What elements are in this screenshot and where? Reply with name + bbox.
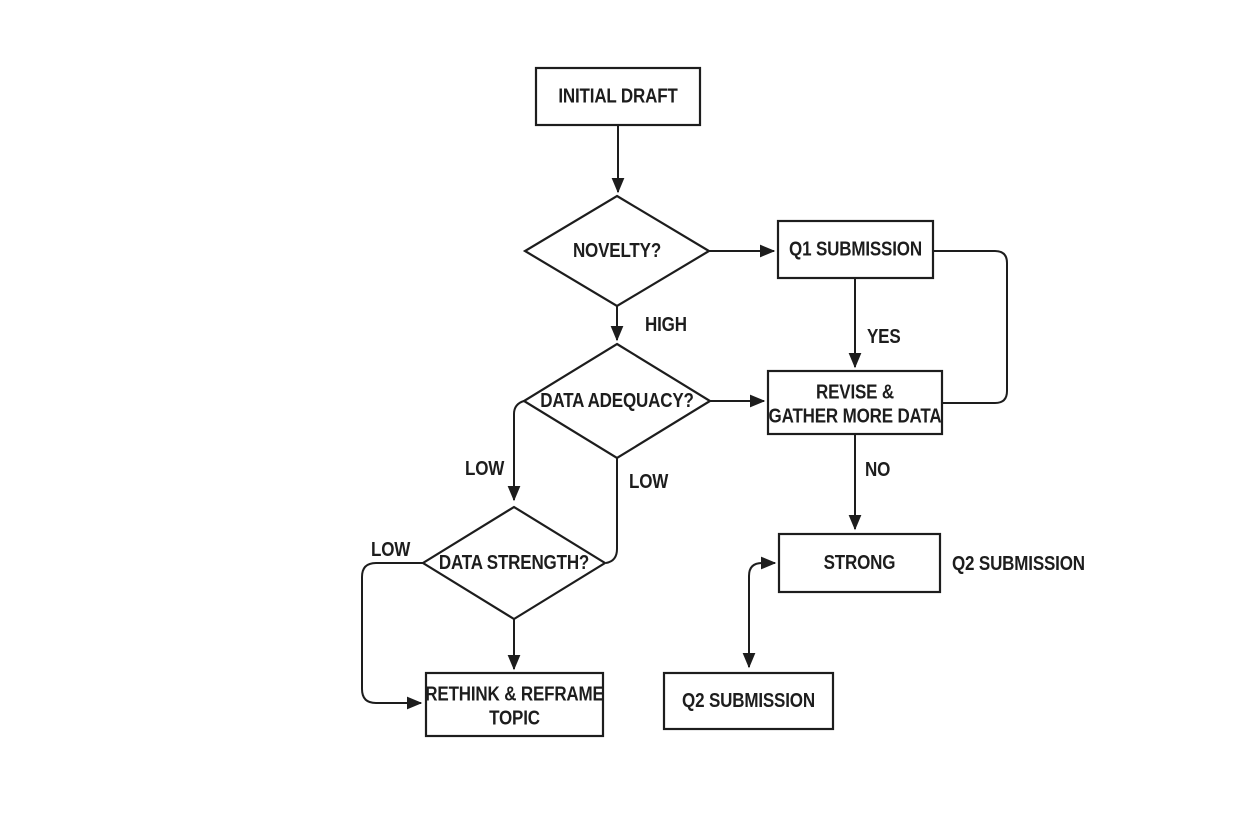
labels-layer: HIGH YES LOW LOW NO LOW INITIAL DRAFT NOVELTY? Q…	[371, 86, 1085, 730]
edge-label-adequacy-to-strength-left: LOW	[465, 458, 504, 480]
node-q2-submission-box-label: Q2 SUBMISSION	[682, 690, 815, 712]
node-initial-draft	[534, 66, 702, 127]
edge-label-novelty-to-adequacy: HIGH	[645, 314, 687, 336]
node-q1-submission-label: Q1 SUBMISSION	[789, 239, 922, 261]
node-revise-gather	[766, 369, 944, 436]
edge-label-q1-to-revise: YES	[867, 326, 901, 348]
q2-submission-note: Q2 SUBMISSION	[952, 553, 1085, 575]
edge-label-adequacy-to-strength-right: LOW	[629, 471, 668, 493]
node-rethink-reframe	[424, 671, 605, 738]
node-data-strength-label: DATA STRENGTH?	[439, 552, 589, 574]
node-data-adequacy	[521, 342, 713, 460]
edge-label-strength-loop-to-rethink: LOW	[371, 539, 410, 561]
node-data-strength	[420, 505, 608, 621]
node-q1-submission	[776, 219, 935, 280]
edge-strength-loop-to-rethink	[361, 562, 423, 710]
node-novelty	[522, 194, 712, 308]
edge-q2box-strong-connector	[742, 556, 777, 669]
edges-layer	[361, 125, 1008, 710]
node-data-adequacy-label: DATA ADEQUACY?	[540, 390, 694, 412]
edge-label-revise-to-strong: NO	[865, 459, 890, 481]
node-strong-label: STRONG	[824, 552, 896, 574]
edge-q1-loop-to-revise	[933, 250, 1008, 404]
edge-adequacy-to-strength-right	[605, 458, 618, 564]
edge-adequacy-to-strength-left	[507, 400, 525, 502]
node-initial-draft-label: INITIAL DRAFT	[558, 86, 677, 108]
node-novelty-label: NOVELTY?	[573, 240, 661, 262]
node-q2-submission-box	[662, 671, 835, 731]
node-strong	[777, 532, 942, 594]
nodes-layer	[420, 66, 944, 738]
node-rethink-reframe-label-line1: RETHINK & REFRAME	[425, 684, 603, 706]
node-revise-gather-label-line2: GATHER MORE DATA	[769, 406, 942, 428]
node-revise-gather-label-line1: REVISE &	[816, 382, 894, 404]
node-rethink-reframe-label-line2: TOPIC	[489, 708, 540, 730]
